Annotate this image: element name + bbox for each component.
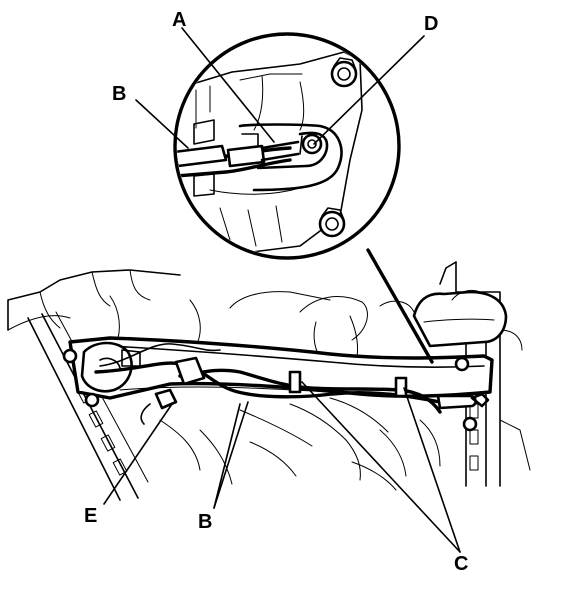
- parking-brake-cables: [94, 343, 490, 425]
- upper-nut: [330, 57, 358, 88]
- leader-lines: [103, 27, 461, 553]
- cross-member: [62, 336, 494, 432]
- detail-view-circle: [173, 32, 401, 260]
- callout-a: A: [172, 9, 186, 31]
- callout-b-main: B: [198, 511, 212, 533]
- callout-d: D: [424, 13, 438, 35]
- callout-b-detail: B: [112, 83, 126, 105]
- detail-connector-line: [366, 248, 434, 364]
- callout-e: E: [84, 505, 97, 527]
- callout-c: C: [454, 553, 468, 575]
- lower-nut: [318, 207, 346, 238]
